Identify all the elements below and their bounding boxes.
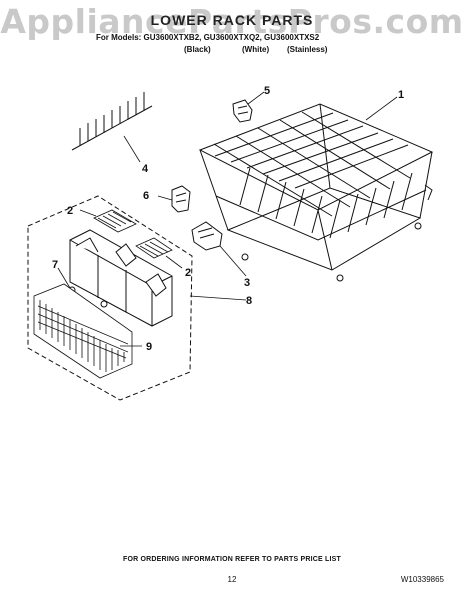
clip-part-6 bbox=[171, 185, 191, 213]
watermark-logo: AppliancePartsPros.com bbox=[0, 2, 464, 41]
callout-3: 3 bbox=[244, 277, 250, 289]
models-line: For Models: GU3600XTXB2, GU3600XTXQ2, GU… bbox=[96, 33, 320, 42]
callout-5: 5 bbox=[264, 85, 270, 97]
lower-rack-basket bbox=[198, 103, 434, 282]
basket-cover-grid bbox=[93, 209, 173, 259]
variant-white: (White) bbox=[242, 45, 270, 54]
clip-part-5 bbox=[232, 99, 253, 123]
callout-9: 9 bbox=[146, 341, 152, 353]
silverware-basket-enclosure bbox=[27, 195, 193, 401]
tine-row-part bbox=[71, 92, 153, 151]
callout-1: 1 bbox=[398, 89, 404, 101]
silverware-basket bbox=[69, 229, 173, 327]
callout-8: 8 bbox=[246, 295, 252, 307]
document-number: W10339865 bbox=[400, 575, 444, 584]
callout-7: 7 bbox=[52, 259, 58, 271]
variant-stainless: (Stainless) bbox=[287, 45, 328, 54]
basket-lid-part-9 bbox=[33, 283, 133, 379]
callout-6: 6 bbox=[143, 190, 149, 202]
page-title: LOWER RACK PARTS bbox=[150, 12, 314, 28]
variant-black: (Black) bbox=[184, 45, 211, 54]
ordering-note: FOR ORDERING INFORMATION REFER TO PARTS … bbox=[122, 556, 342, 563]
callout-4: 4 bbox=[142, 163, 149, 175]
leader-lines bbox=[57, 91, 398, 347]
callout-2-lower: 2 bbox=[185, 267, 191, 279]
page-number: 12 bbox=[227, 575, 237, 584]
callout-2-upper: 2 bbox=[67, 205, 73, 217]
clip-part-3 bbox=[191, 221, 223, 251]
